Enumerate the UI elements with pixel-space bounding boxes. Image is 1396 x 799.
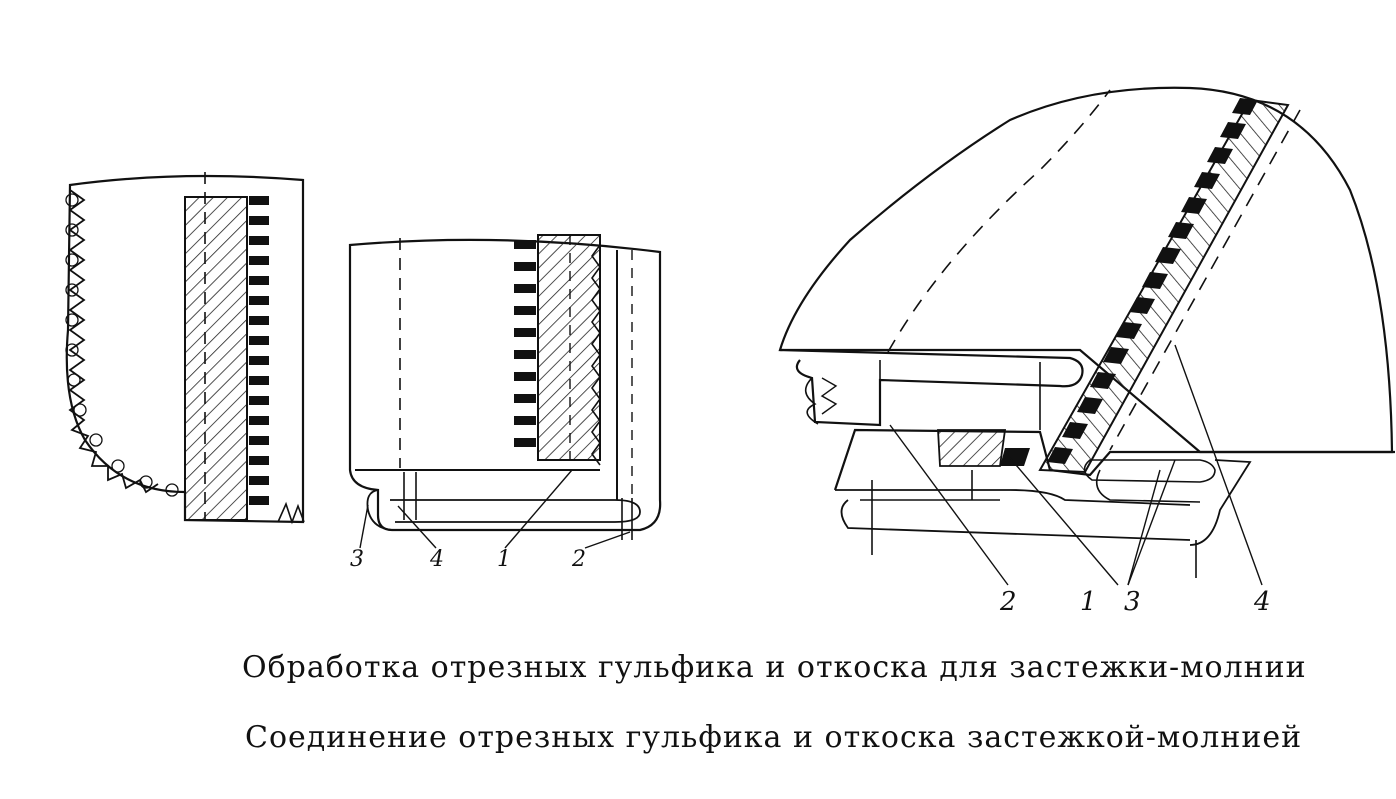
fig1-corner-mark (277, 501, 305, 525)
fig1-zipper-teeth (249, 196, 269, 505)
fig3-lower-layers (833, 428, 1395, 491)
fig1-overlock-zigzag (68, 189, 159, 494)
fig3-hatched-inner (937, 429, 1007, 467)
fig1-overlock-loops (65, 193, 179, 497)
fig2-label-4: 4 (429, 547, 444, 572)
fig3-label-4: 4 (1253, 587, 1271, 617)
fig3-label-2: 2 (999, 587, 1017, 617)
fig2-label-2: 2 (571, 547, 586, 572)
fig3-zipper-teeth (1000, 98, 1258, 466)
fig2-labels: 3 4 1 2 (350, 547, 586, 572)
fig2-label-1: 1 (497, 547, 511, 572)
fig2-outline (348, 238, 662, 532)
fig1-zipper-tape (184, 196, 248, 521)
fig2-overlock-zigzag (591, 244, 601, 466)
fig3-left-layer (779, 348, 1084, 427)
fig2-zipper-section (348, 234, 662, 549)
technical-drawing: 3 4 1 2 (65, 86, 1395, 617)
fig3-assembly-3d (778, 86, 1395, 586)
fig2-zipper-tape (537, 234, 601, 461)
caption-line-2: Соединение отрезных гульфика и откоска з… (245, 720, 1303, 755)
caption-line-1: Обработка отрезных гульфика и откоска дл… (242, 650, 1307, 685)
fig1-fly-piece (65, 172, 305, 525)
fig3-labels: 2 1 3 4 (999, 587, 1271, 617)
fig2-zipper-teeth (514, 240, 536, 447)
fig3-label-1: 1 (1080, 587, 1097, 617)
fig2-label-3: 3 (350, 547, 364, 572)
fig3-label-3: 3 (1124, 587, 1141, 617)
